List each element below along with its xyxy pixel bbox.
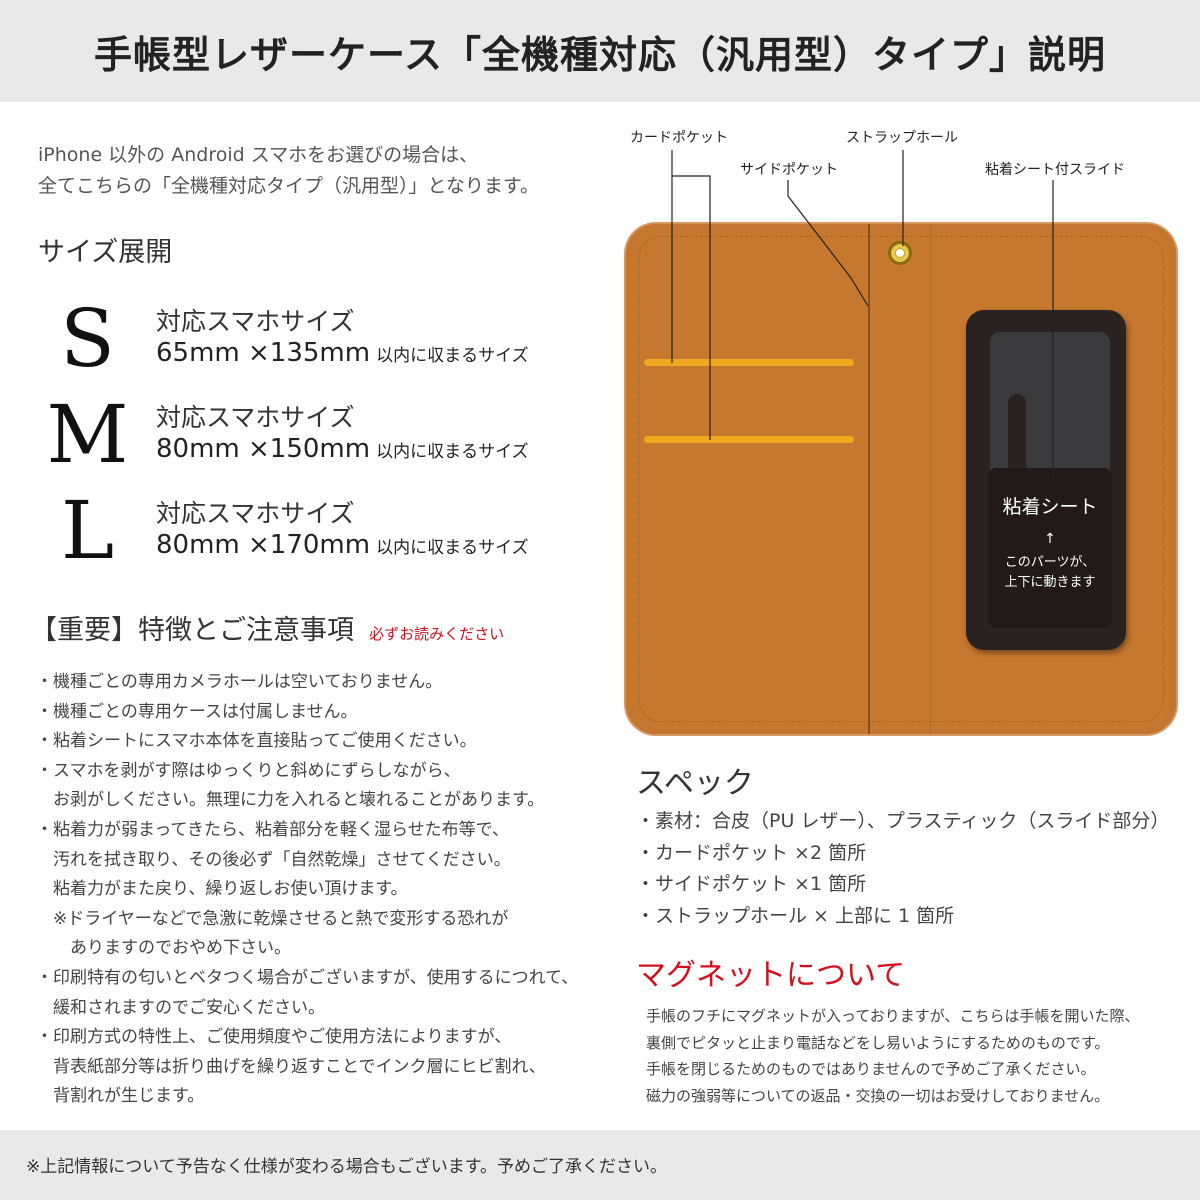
- slide-knob: [1008, 394, 1026, 484]
- intro-line: iPhone 以外の Android スマホをお選びの場合は、: [38, 144, 479, 166]
- magnet-line: 裏側でピタッと止まり電話などをし易いようにするためのものです。: [646, 1033, 1110, 1052]
- note-line: ありますのでおやめ下さい。: [36, 938, 291, 959]
- footer-text: ※上記情報について予告なく仕様が変わる場合もございます。予めご了承ください。: [26, 1157, 668, 1177]
- label-card-pocket: カードポケット: [630, 130, 728, 146]
- adhesive-sheet: 粘着シート ↑ このパーツが、 上下に動きます: [988, 468, 1112, 628]
- note-line: ・粘着力が弱まってきたら、粘着部分を軽く湿らせた布等で、: [36, 819, 509, 840]
- size-label: 対応スマホサイズ: [156, 403, 355, 432]
- magnet-heading: マグネットについて: [636, 958, 906, 993]
- magnet-line: 手帳のフチにマグネットが入っておりますが、こちらは手帳を開いた際、: [646, 1007, 1140, 1025]
- size-letter: M: [46, 388, 129, 481]
- magnet-line: 磁力の強弱等についての返品・交換の一切はお受けしておりません。: [646, 1086, 1110, 1105]
- size-dims: 65mm ×135mm: [156, 338, 371, 368]
- magnet-text: 手帳のフチにマグネットが入っておりますが、こちらは手帳を開いた際、裏側でピタッと…: [646, 1003, 1140, 1109]
- case-illustration: 粘着シート ↑ このパーツが、 上下に動きます: [626, 224, 1176, 734]
- size-letter: L: [60, 484, 115, 577]
- size-dims: 80mm ×150mm: [156, 434, 371, 464]
- size-suffix: 以内に収まるサイズ: [376, 346, 529, 366]
- intro-text: iPhone 以外の Android スマホをお選びの場合は、 全てこちらの「全…: [38, 140, 539, 202]
- card-pocket-slot: [644, 436, 854, 443]
- page-title: 手帳型レザーケース「全機種対応（汎用型）タイプ」説明: [93, 31, 1107, 77]
- sheet-desc: このパーツが、: [1004, 555, 1096, 570]
- note-line: ※ドライヤーなどで急激に乾燥させると熱で変形する恐れが: [36, 908, 509, 929]
- spec-list: ・素材：合皮（PU レザー）、プラスティック（スライド部分） ・カードポケット ×…: [636, 806, 1169, 932]
- spec-line: ・カードポケット ×2 箇所: [636, 841, 867, 864]
- spec-line: ・素材：合皮（PU レザー）、プラスティック（スライド部分）: [636, 810, 1170, 832]
- size-dims: 80mm ×170mm: [156, 530, 371, 560]
- note-line: 汚れを拭き取り、その後必ず「自然乾燥」させてください。: [36, 849, 511, 870]
- must-read-label: 必ずお読みください: [369, 625, 505, 643]
- note-line: ・印刷特有の匂いとベタつく場合がございますが、使用するにつれて、: [36, 967, 579, 988]
- spec-line: ・ストラップホール × 上部に 1 箇所: [636, 904, 955, 927]
- slide-holder: 粘着シート ↑ このパーツが、 上下に動きます: [966, 310, 1126, 650]
- note-line: ・印刷方式の特性上、ご使用頻度やご使用方法によりますが、: [36, 1027, 512, 1048]
- sheet-title: 粘着シート: [1002, 496, 1098, 518]
- size-suffix: 以内に収まるサイズ: [376, 538, 529, 558]
- card-pocket-slot: [644, 359, 854, 366]
- intro-line: 全てこちらの「全機種対応タイプ（汎用型）」となります。: [38, 175, 540, 197]
- size-label: 対応スマホサイズ: [156, 499, 355, 528]
- note-line: ・機種ごとの専用カメラホールは空いておりません。: [36, 672, 443, 692]
- footer-note: ※上記情報について予告なく仕様が変わる場合もございます。予めご了承ください。: [0, 1130, 1200, 1200]
- note-line: ・スマホを剥がす際はゆっくりと斜めにずらしながら、: [36, 760, 461, 781]
- note-line: ・機種ごとの専用ケースは付属しません。: [36, 701, 358, 722]
- size-suffix: 以内に収まるサイズ: [376, 442, 529, 462]
- magnet-line: 手帳を閉じるためのものではありませんので予めご了承ください。: [646, 1060, 1096, 1078]
- note-line: 粘着力がまた戻り、繰り返しお使い頂けます。: [36, 879, 408, 900]
- leader-lines: [671, 150, 1054, 478]
- spec-line: ・サイドポケット ×1 箇所: [636, 873, 867, 895]
- fold-line: [930, 224, 931, 734]
- stitching: [638, 236, 1164, 722]
- note-line: ・粘着シートにスマホ本体を直接貼ってご使用ください。: [36, 731, 477, 752]
- size-letter: S: [60, 292, 115, 385]
- label-strap-hole: ストラップホール: [846, 130, 958, 146]
- header-banner: 手帳型レザーケース「全機種対応（汎用型）タイプ」説明: [0, 0, 1200, 102]
- sizes-heading: サイズ展開: [38, 237, 173, 268]
- spec-heading: スペック: [636, 766, 754, 801]
- strap-hole-icon: [888, 241, 912, 265]
- label-side-pocket: サイドポケット: [740, 162, 838, 178]
- leader-side-pocket: [787, 180, 869, 307]
- note-line: 背表紙部分等は折り曲げを繰り返すことでインク層にヒビ割れ、: [36, 1056, 546, 1077]
- note-line: お剥がしください。無理に力を入れると壊れることがあります。: [36, 790, 545, 811]
- notes-list: ・機種ごとの専用カメラホールは空いておりません。・機種ごとの専用ケースは付属しま…: [36, 668, 606, 1112]
- up-arrow-icon: ↑: [1044, 531, 1056, 547]
- label-slide: 粘着シート付スライド: [985, 162, 1125, 178]
- notes-heading: 【重要】特徴とご注意事項: [30, 615, 354, 646]
- notes-heading-row: 【重要】特徴とご注意事項 必ずお読みください: [30, 608, 504, 647]
- note-line: 背割れが生じます。: [36, 1086, 205, 1107]
- leader-card-pocket-2: [672, 175, 711, 440]
- fold-line: [868, 224, 870, 734]
- size-label: 対応スマホサイズ: [156, 307, 355, 336]
- sheet-desc: 上下に動きます: [1004, 575, 1096, 590]
- note-line: 緩和されますのでご安心ください。: [36, 997, 325, 1018]
